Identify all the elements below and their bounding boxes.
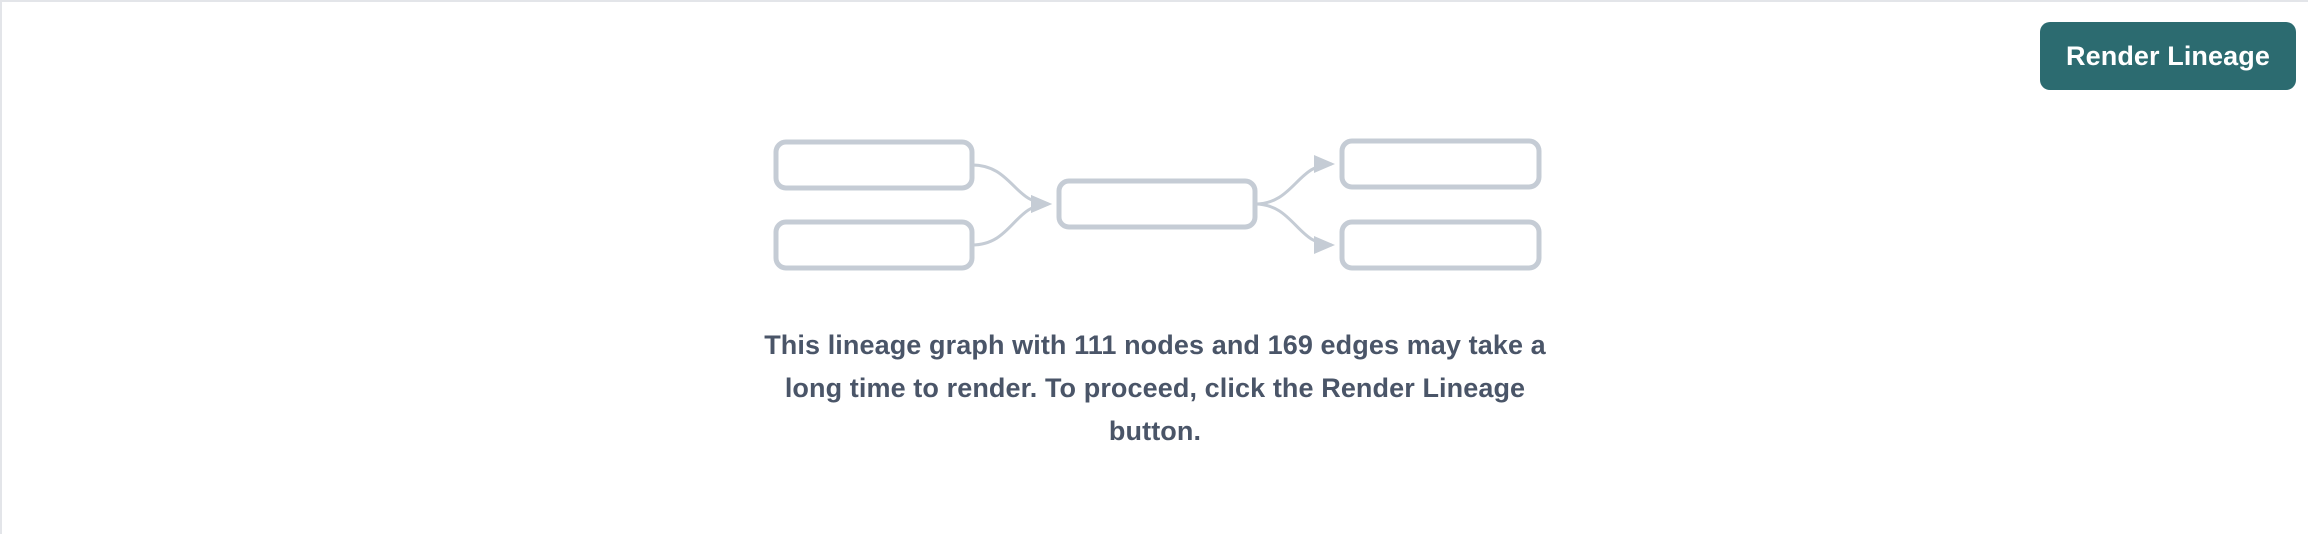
edge-focus-to-downstream-1 xyxy=(1254,155,1335,206)
lineage-node-downstream-2 xyxy=(1339,219,1542,271)
lineage-warning-message: This lineage graph with 111 nodes and 16… xyxy=(764,330,1546,446)
lineage-node-upstream-1 xyxy=(773,139,975,191)
lineage-node-upstream-2 xyxy=(773,219,975,271)
edge-focus-to-downstream-2 xyxy=(1254,202,1335,254)
render-lineage-button[interactable]: Render Lineage xyxy=(2040,22,2296,90)
lineage-node-focus xyxy=(1056,178,1258,230)
lineage-node-downstream-1 xyxy=(1339,138,1542,190)
edge-upstream-1-to-focus xyxy=(971,163,1052,213)
edge-upstream-2-to-focus xyxy=(971,195,1052,247)
